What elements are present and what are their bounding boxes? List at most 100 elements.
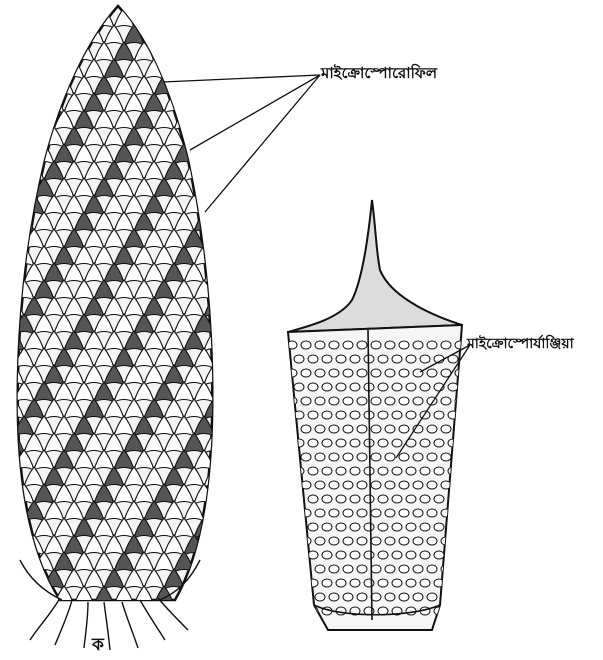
sporangium-mark <box>420 411 430 419</box>
sporangium-mark <box>294 495 304 503</box>
sporangium-mark <box>315 341 325 349</box>
sporangium-mark <box>343 425 353 433</box>
sporangium-mark <box>448 523 458 531</box>
scale-mark <box>214 212 234 232</box>
sporangium-mark <box>371 397 381 405</box>
sporangium-mark <box>406 551 416 559</box>
sporangium-mark <box>378 411 388 419</box>
sporangium-mark <box>441 425 451 433</box>
sporangium-mark <box>294 523 304 531</box>
sporangium-mark <box>308 523 318 531</box>
sporangium-mark <box>448 411 458 419</box>
scale-mark <box>204 127 224 147</box>
sporangium-mark <box>413 481 423 489</box>
sporangium-mark <box>427 481 437 489</box>
sporangium-mark <box>420 467 430 475</box>
sporangium-mark <box>329 593 339 601</box>
sporangium-mark <box>406 495 416 503</box>
sporangium-mark <box>399 453 409 461</box>
sporangium-mark <box>420 439 430 447</box>
scale-mark <box>184 93 204 113</box>
sporangium-mark <box>336 355 346 363</box>
sporangium-mark <box>427 453 437 461</box>
sporangium-mark <box>385 593 395 601</box>
sporangium-mark <box>392 467 402 475</box>
sporangium-mark <box>455 593 465 601</box>
sporangium-mark <box>378 551 388 559</box>
sporangium-mark <box>385 537 395 545</box>
sporangium-mark <box>427 369 437 377</box>
scale-mark <box>14 76 34 96</box>
sporangium-mark <box>315 453 325 461</box>
sporangium-mark <box>455 481 465 489</box>
sporangium-mark <box>357 425 367 433</box>
sporangium-mark <box>434 411 444 419</box>
scale-mark <box>4 535 24 555</box>
sporangium-mark <box>294 383 304 391</box>
scale-mark <box>34 42 54 62</box>
scale-mark <box>0 178 14 198</box>
sporangium-mark <box>364 551 374 559</box>
scale-mark <box>174 76 194 96</box>
scale-mark <box>184 25 204 45</box>
sporangium-mark <box>357 341 367 349</box>
scale-mark <box>204 25 224 45</box>
scale-mark <box>214 552 234 572</box>
scale-mark <box>194 552 214 572</box>
scale-mark <box>144 25 164 45</box>
sporangium-mark <box>399 593 409 601</box>
scale-mark <box>4 161 24 181</box>
sporangium-mark <box>336 383 346 391</box>
figure-label: ক <box>92 632 104 660</box>
sporangium-mark <box>287 509 297 517</box>
sporangium-mark <box>420 383 430 391</box>
sporangium-mark <box>371 369 381 377</box>
scale-mark <box>154 8 174 28</box>
sporangium-mark <box>301 453 311 461</box>
sporangium-mark <box>301 369 311 377</box>
scale-mark <box>0 348 14 368</box>
scale-mark <box>14 586 34 606</box>
sporangium-mark <box>371 453 381 461</box>
sporangium-mark <box>294 467 304 475</box>
scale-mark <box>14 42 34 62</box>
scale-mark <box>24 603 44 623</box>
sporangium-mark <box>434 439 444 447</box>
sporangium-mark <box>308 579 318 587</box>
sporangium-mark <box>413 593 423 601</box>
scale-mark <box>4 59 24 79</box>
scale-mark <box>24 93 44 113</box>
sporangium-mark <box>308 495 318 503</box>
strobilus-cone <box>0 6 234 650</box>
scale-mark <box>154 42 174 62</box>
sporangium-mark <box>364 467 374 475</box>
sporangium-mark <box>315 425 325 433</box>
scale-mark <box>0 484 14 504</box>
scale-mark <box>164 25 184 45</box>
scale-mark <box>4 229 24 249</box>
sporangium-mark <box>371 509 381 517</box>
sporangium-mark <box>448 607 458 615</box>
sporangium-mark <box>343 369 353 377</box>
sporangium-mark <box>427 425 437 433</box>
sporangium-mark <box>455 537 465 545</box>
scale-mark <box>0 552 14 572</box>
sporangium-mark <box>315 537 325 545</box>
scale-mark <box>4 25 24 45</box>
sporangium-mark <box>322 355 332 363</box>
sporangium-mark <box>357 453 367 461</box>
sporangium-mark <box>441 453 451 461</box>
scale-mark <box>194 42 214 62</box>
sporangium-mark <box>427 341 437 349</box>
sporangium-mark <box>441 593 451 601</box>
strobilus-section <box>287 200 465 630</box>
sporangium-mark <box>322 439 332 447</box>
sporangium-mark <box>434 551 444 559</box>
sporangium-mark <box>385 341 395 349</box>
sporangium-mark <box>420 579 430 587</box>
scale-mark <box>204 161 224 181</box>
sporangium-mark <box>350 355 360 363</box>
sporangium-mark <box>420 355 430 363</box>
scale-mark <box>214 348 234 368</box>
sporangium-mark <box>301 425 311 433</box>
